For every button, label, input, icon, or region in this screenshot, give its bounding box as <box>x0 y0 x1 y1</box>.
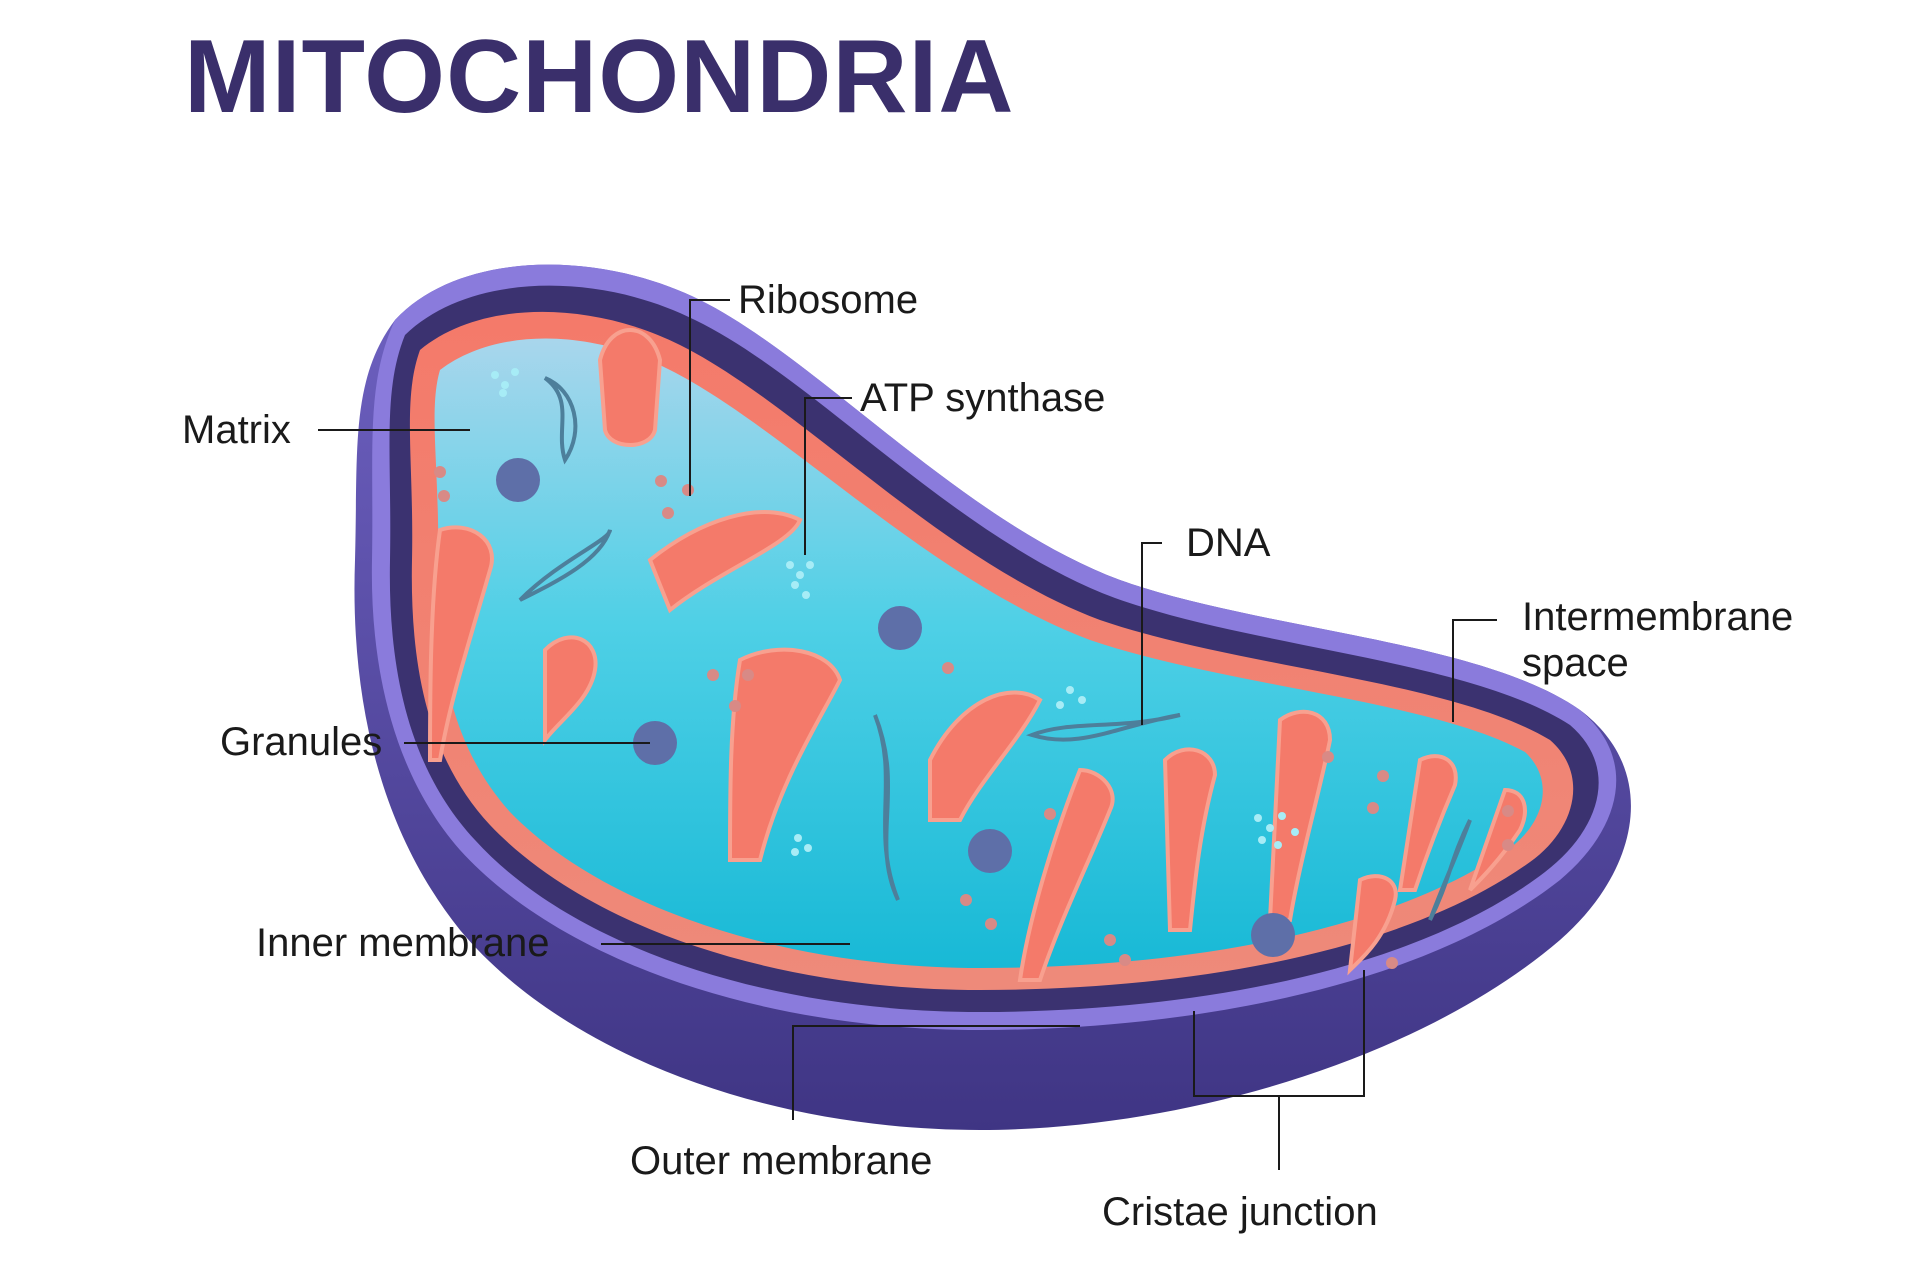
granules-label: Granules <box>220 720 382 764</box>
dna-leader <box>1141 542 1162 725</box>
granule <box>968 829 1012 873</box>
granule <box>633 721 677 765</box>
matrix-shape <box>434 338 1543 968</box>
leader-lines <box>318 299 1497 1170</box>
dna-strands <box>518 376 1472 921</box>
inner-membrane-label: Inner membrane <box>256 921 549 965</box>
ribosome-label: Ribosome <box>738 278 918 322</box>
atp-synthase-leader <box>804 397 852 555</box>
ribosome-leader <box>689 299 730 496</box>
granule <box>1251 913 1295 957</box>
cristae-junction-label: Cristae junction <box>1102 1190 1378 1234</box>
granule <box>496 458 540 502</box>
granule <box>878 606 922 650</box>
intermembrane-space-leader <box>1452 619 1497 722</box>
matrix-label: Matrix <box>182 408 291 452</box>
granules-group <box>496 458 1295 957</box>
atp-synthase-group <box>491 368 1299 856</box>
intermembrane-space-label-line2: space <box>1522 641 1629 685</box>
atp-synthase-label: ATP synthase <box>860 376 1105 420</box>
dna-label: DNA <box>1186 521 1271 565</box>
inner-membrane-shape <box>409 311 1574 990</box>
outer-membrane-label: Outer membrane <box>630 1139 932 1183</box>
diagram-title: MITOCHONDRIA <box>184 19 1015 135</box>
ribosomes-group <box>434 466 1514 969</box>
outer-membrane-leader <box>792 1025 1080 1120</box>
intermembrane-space-label-line1: Intermembrane <box>1522 595 1793 639</box>
